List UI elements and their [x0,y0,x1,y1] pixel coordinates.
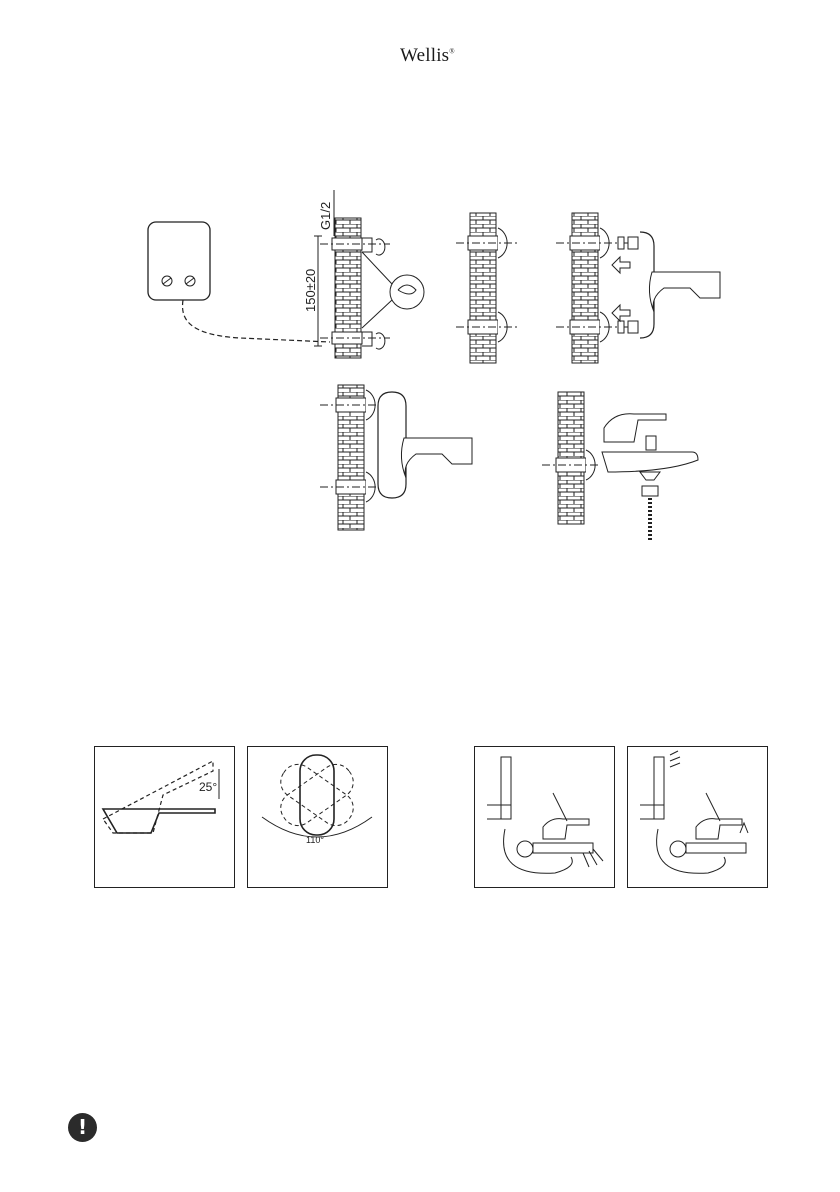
wall-step-1: G1/2 150±20 [303,190,424,358]
wall-step-3 [556,213,720,363]
tilt-angle-label: 25° [199,780,217,794]
wall-step-5 [542,392,698,540]
spacing-dimension-label: 150±20 [303,269,318,312]
wall-step-4 [320,385,472,530]
panel-diverter-shower [627,746,768,888]
brand-logo-text: Wellis [400,45,449,66]
installation-diagram: G1/2 150±20 [0,180,840,540]
brand-logo: Wellis® [400,45,470,71]
wall-step-2 [456,213,520,363]
registered-mark: ® [449,48,455,56]
thread-size-label: G1/2 [318,202,333,230]
panel-lever-rotation: 110° [247,746,388,888]
panel-lever-tilt: 25° [94,746,235,888]
panel-diverter-spout [474,746,615,888]
exclamation-circle-icon: ! [68,1113,97,1142]
rotation-angle-label: 110° [306,835,324,845]
